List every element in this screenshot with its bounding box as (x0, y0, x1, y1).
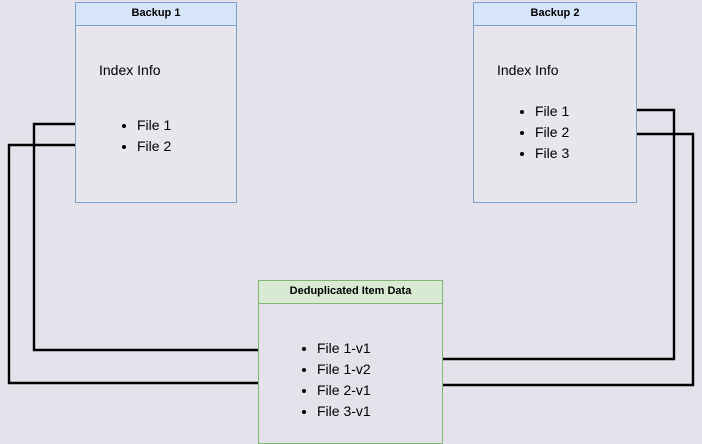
backup-1-index-info-label: Index Info (99, 62, 161, 78)
deduplicated-file-list: File 1-v1 File 1-v2 File 2-v1 File 3-v1 (301, 338, 371, 422)
backup-2-file-list: File 1 File 2 File 3 (519, 101, 569, 164)
deduplicated-item-data-box: Deduplicated Item Data File 1-v1 File 1-… (258, 280, 443, 444)
backup-1-file-list: File 1 File 2 (121, 115, 171, 157)
list-item: File 1-v2 (317, 359, 371, 380)
connector-backup1-file2-to-file2v1 (7, 143, 302, 392)
backup-2-body: Index Info File 1 File 2 File 3 (474, 26, 636, 202)
list-item: File 2 (535, 122, 569, 143)
list-item: File 1 (137, 115, 171, 136)
list-item: File 2 (137, 136, 171, 157)
backup-1-box: Backup 1 Index Info File 1 File 2 (75, 2, 237, 203)
backup-2-index-info-label: Index Info (497, 62, 559, 78)
backup-1-body: Index Info File 1 File 2 (76, 26, 236, 202)
connector-backup2-file2-to-file2v1 (390, 132, 695, 394)
list-item: File 3 (535, 143, 569, 164)
backup-1-title: Backup 1 (76, 3, 236, 26)
list-item: File 2-v1 (317, 380, 371, 401)
connector-backup2-file1-to-file1v2 (390, 108, 676, 368)
list-item: File 1 (535, 101, 569, 122)
deduplicated-item-data-title: Deduplicated Item Data (259, 281, 442, 304)
list-item: File 3-v1 (317, 401, 371, 422)
backup-2-title: Backup 2 (474, 3, 636, 26)
backup-2-box: Backup 2 Index Info File 1 File 2 File 3 (473, 2, 637, 203)
deduplicated-item-data-body: File 1-v1 File 1-v2 File 2-v1 File 3-v1 (259, 304, 442, 443)
list-item: File 1-v1 (317, 338, 371, 359)
